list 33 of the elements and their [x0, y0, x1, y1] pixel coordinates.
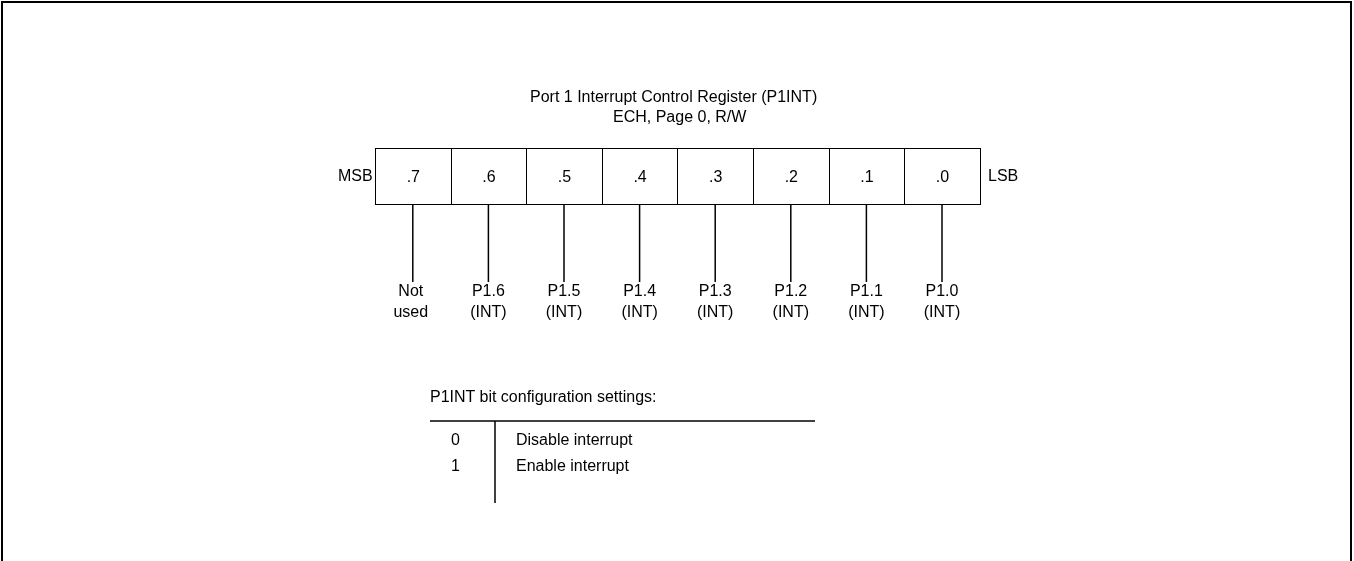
- bit-function-label: P1.6 (INT): [463, 280, 514, 322]
- leader-line: [638, 204, 641, 283]
- msb-label: MSB: [338, 167, 373, 185]
- bit-cell: .4: [601, 148, 679, 205]
- leader-line: [865, 204, 868, 283]
- bit-cell: .7: [375, 148, 452, 205]
- bit-function-label: P1.5 (INT): [539, 280, 589, 322]
- leader-line: [412, 204, 414, 283]
- setting-description: Enable interrupt: [516, 457, 629, 475]
- leader-line: [563, 204, 565, 283]
- setting-description: Disable interrupt: [516, 431, 633, 449]
- bit-function-label: P1.1 (INT): [841, 280, 892, 322]
- lsb-label: LSB: [988, 167, 1019, 185]
- leader-line: [487, 204, 490, 283]
- bit-cell: .3: [677, 148, 754, 205]
- bit-function-label: Not used: [385, 280, 436, 322]
- table-heading: P1INT bit configuration settings:: [430, 388, 657, 406]
- bit-value: 1: [451, 457, 460, 475]
- leader-line: [790, 204, 792, 283]
- bit-function-label: P1.2 (INT): [765, 280, 816, 322]
- bit-cell: .2: [753, 148, 830, 205]
- register-title: Port 1 Interrupt Control Register (P1INT): [530, 88, 818, 106]
- bit-cell: .5: [526, 148, 603, 205]
- bit-cell: .0: [904, 148, 981, 205]
- bit-value: 0: [451, 431, 460, 449]
- bit-function-label: P1.4 (INT): [614, 280, 665, 322]
- leader-line: [714, 204, 716, 283]
- bit-cell: .6: [450, 148, 528, 205]
- bit-function-label: P1.0 (INT): [917, 280, 967, 322]
- bit-cell: .1: [828, 148, 906, 205]
- leader-line: [941, 204, 943, 283]
- register-address: ECH, Page 0, R/W: [613, 108, 747, 126]
- bit-function-label: P1.3 (INT): [690, 280, 741, 322]
